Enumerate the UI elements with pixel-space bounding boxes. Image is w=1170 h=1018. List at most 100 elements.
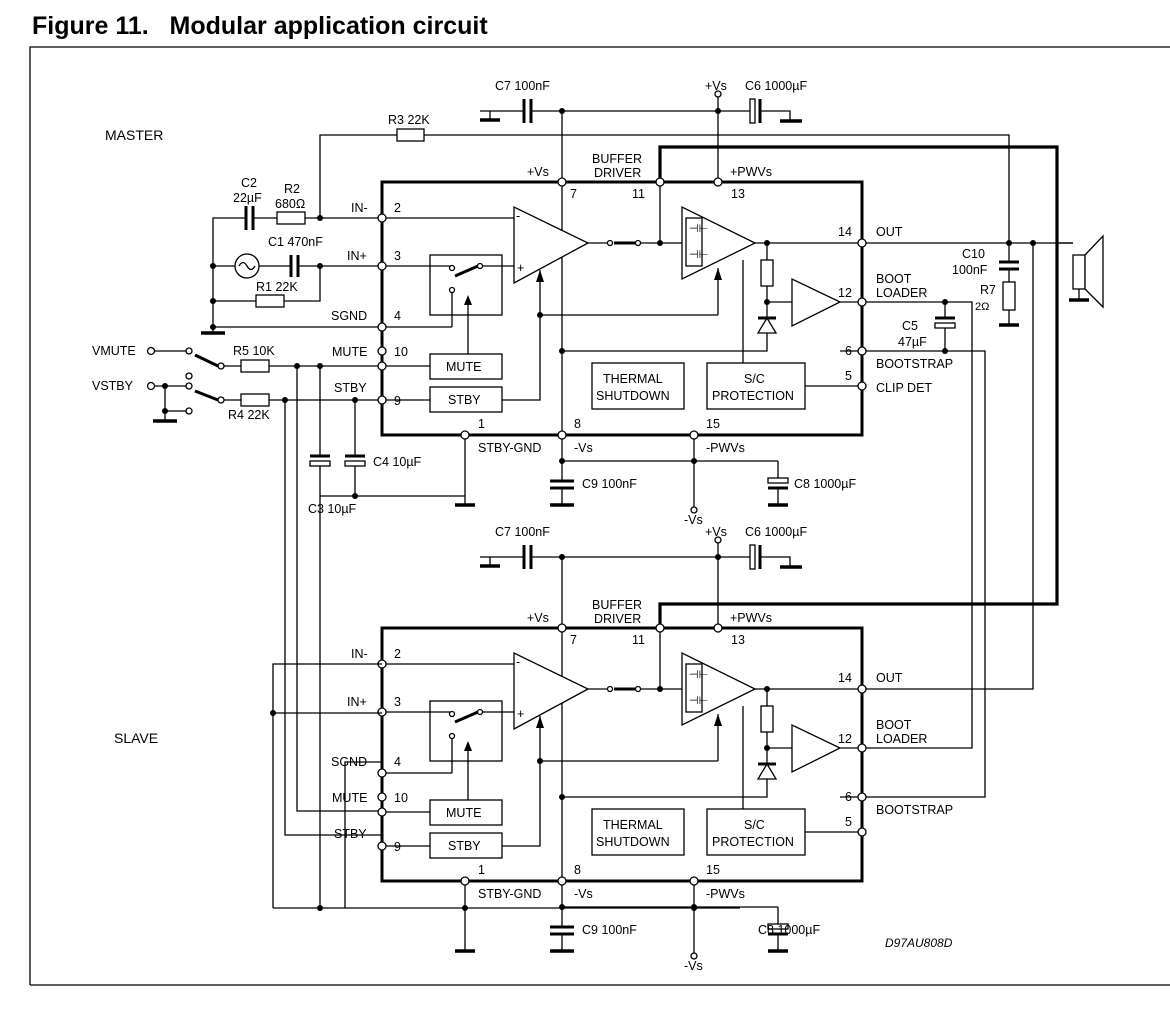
master-sc-label-2: PROTECTION (712, 389, 794, 403)
master-pin2: 2 (394, 201, 401, 215)
frame-border (29, 46, 1170, 985)
c1-label: C1 470nF (268, 235, 323, 249)
slave-mute-block-label: MUTE (446, 806, 481, 820)
r4-resistor (240, 393, 270, 407)
master-vs-top-label: +Vs (705, 79, 727, 93)
slave-c9-label: C9 100nF (582, 923, 637, 937)
slave-sc-label-1: S/C (744, 818, 765, 832)
slave-pin1: 1 (478, 863, 485, 877)
slave-pwvs-neg-label: -PWVs (706, 887, 745, 901)
slave-mute-pin-label: MUTE (332, 791, 367, 805)
slave-vs-pos-label: +Vs (527, 611, 549, 625)
svg-text:⊣⊢: ⊣⊢ (689, 249, 708, 261)
master-pwvs-pos-label: +PWVs (730, 165, 772, 179)
master-label: MASTER (105, 127, 163, 143)
c3-label: C3 10µF (308, 502, 357, 516)
r1-label: R1 22K (256, 280, 298, 294)
master-input-opamp-icon (513, 205, 590, 285)
slave-thermal-label-2: SHUTDOWN (596, 835, 670, 849)
master-pin13: 13 (731, 187, 745, 201)
master-pin7: 7 (570, 187, 577, 201)
slave-pwvs-pos-label: +PWVs (730, 611, 772, 625)
r7-value: 2Ω (975, 301, 989, 313)
slave-out-label: OUT (876, 671, 903, 685)
slave-c6-label: C6 1000µF (745, 525, 807, 539)
c10-name: C10 (962, 247, 985, 261)
master-input-switch (429, 254, 503, 316)
slave-c8-label: C8 1000µF (758, 923, 820, 937)
r3-resistor (396, 128, 425, 142)
master-stby-block (429, 386, 503, 413)
diagram-code: D97AU808D (885, 936, 953, 950)
vmute-label: VMUTE (92, 344, 136, 358)
slave-pin12: 12 (838, 732, 852, 746)
master-sc-block (706, 362, 806, 410)
slave-pin15: 15 (706, 863, 720, 877)
master-pin15: 15 (706, 417, 720, 431)
master-pin12: 12 (838, 286, 852, 300)
slave-bootstrap-label: BOOTSTRAP (876, 803, 953, 817)
slave-pin6: 6 (845, 790, 852, 804)
master-vs-bottom-label: -Vs (684, 513, 703, 527)
master-stby-pin-label: STBY (334, 381, 367, 395)
master-thermal-label-1: THERMAL (603, 372, 663, 386)
slave-label: SLAVE (114, 730, 158, 746)
slave-boot-label-1: BOOT (876, 718, 912, 732)
master-opamp-plus: + (517, 261, 524, 275)
master-pin14: 14 (838, 225, 852, 239)
master-pin4: 4 (394, 309, 401, 323)
c4-label: C4 10µF (373, 455, 422, 469)
master-c6-label: C6 1000µF (745, 79, 807, 93)
slave-buffer-label-1: BUFFER (592, 598, 642, 612)
slave-pin3: 3 (394, 695, 401, 709)
master-mute-block (429, 353, 503, 380)
slave-vs-top-label: +Vs (705, 525, 727, 539)
master-buffer-label-1: BUFFER (592, 152, 642, 166)
slave-vs-bottom-label: -Vs (684, 959, 703, 973)
master-pin8: 8 (574, 417, 581, 431)
master-boot-label-1: BOOT (876, 272, 912, 286)
buffer-driver-bus (658, 145, 1059, 628)
master-c8-label: C8 1000µF (794, 477, 856, 491)
slave-pin4: 4 (394, 755, 401, 769)
slave-pin7: 7 (570, 633, 577, 647)
slave-in-minus-label: IN- (351, 647, 368, 661)
slave-boot-label-2: LOADER (876, 732, 927, 746)
r3-label: R3 22K (388, 113, 430, 127)
r2-name: R2 (284, 182, 300, 196)
slave-stby-pin-label: STBY (334, 827, 367, 841)
slave-stby-block-label: STBY (448, 839, 481, 853)
master-in-plus-label: IN+ (347, 249, 367, 263)
slave-ic-body (380, 626, 864, 883)
c5-name: C5 (902, 319, 918, 333)
svg-text:⊣⊢: ⊣⊢ (689, 223, 708, 235)
slave-boot-buffer-icon (791, 723, 842, 774)
master-in-minus-label: IN- (351, 201, 368, 215)
master-out-label: OUT (876, 225, 903, 239)
master-sgnd-label: SGND (331, 309, 367, 323)
r7-name: R7 (980, 283, 996, 297)
slave-pin9: 9 (394, 840, 401, 854)
slave-buffer-label-2: DRIVER (594, 612, 641, 626)
r5-label: R5 10K (233, 344, 275, 358)
slave-pin8: 8 (574, 863, 581, 877)
master-pin3: 3 (394, 249, 401, 263)
master-pin11: 11 (632, 187, 645, 201)
master-c9-label: C9 100nF (582, 477, 637, 491)
slave-sc-label-2: PROTECTION (712, 835, 794, 849)
r2-resistor (276, 211, 306, 225)
slave-thermal-block (591, 808, 685, 856)
slave-input-opamp-icon (513, 651, 590, 731)
vstby-label: VSTBY (92, 379, 134, 393)
slave-mute-block (429, 799, 503, 826)
slave-vs-neg-label: -Vs (574, 887, 593, 901)
master-bootstrap-label: BOOTSTRAP (876, 357, 953, 371)
slave-pin2: 2 (394, 647, 401, 661)
slave-in-plus-label: IN+ (347, 695, 367, 709)
slave-c7-label: C7 100nF (495, 525, 550, 539)
r4-label: R4 22K (228, 408, 270, 422)
master-ic-body (380, 180, 864, 437)
